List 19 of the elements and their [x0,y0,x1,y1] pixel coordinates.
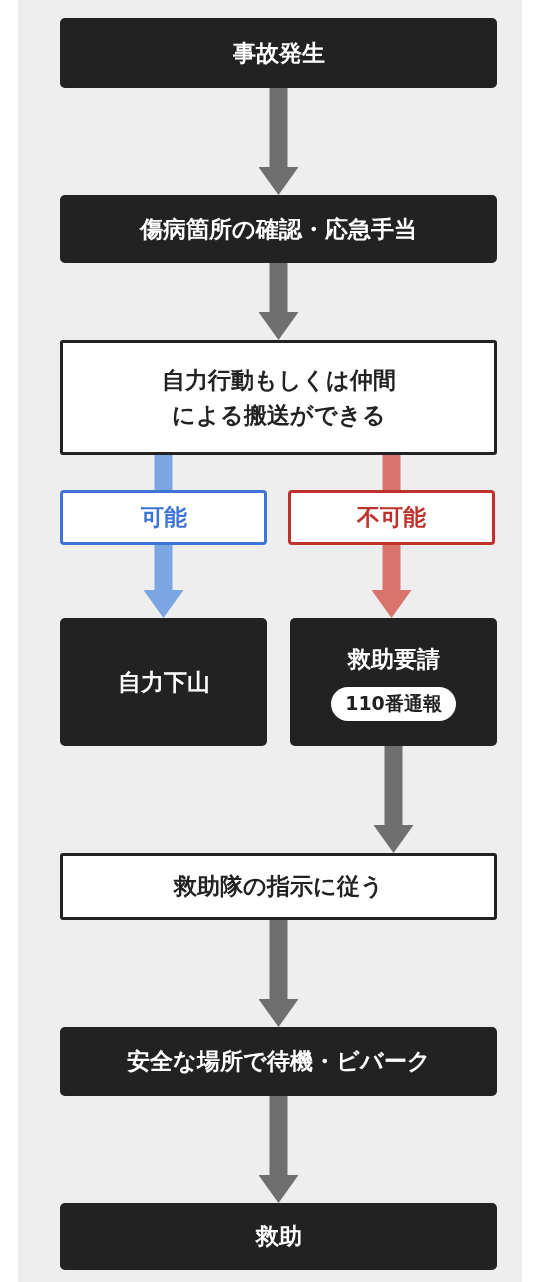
arrow [258,263,299,340]
question-box: 救助隊の指示に従う [60,853,497,920]
arrow [258,88,299,195]
arrow [371,545,412,618]
answer-box: 可能 [60,490,267,545]
question-box: 自力行動もしくは仲間による搬送ができる [60,340,497,455]
step-box: 傷病箇所の確認・応急手当 [60,195,497,263]
step-box [290,618,497,746]
answer-box: 不可能 [288,490,495,545]
arrow [258,920,299,1027]
step-box: 自力下山 [60,618,267,746]
phone-number-badge: 110番通報 [331,686,456,721]
step-heading: 救助要請 [347,644,440,674]
step-box: 安全な場所で待機・ビバーク [60,1027,497,1096]
arrow [258,1096,299,1203]
step-box: 事故発生 [60,18,497,88]
arrow [373,746,414,853]
arrow [143,545,184,618]
step-box: 救助 [60,1203,497,1270]
